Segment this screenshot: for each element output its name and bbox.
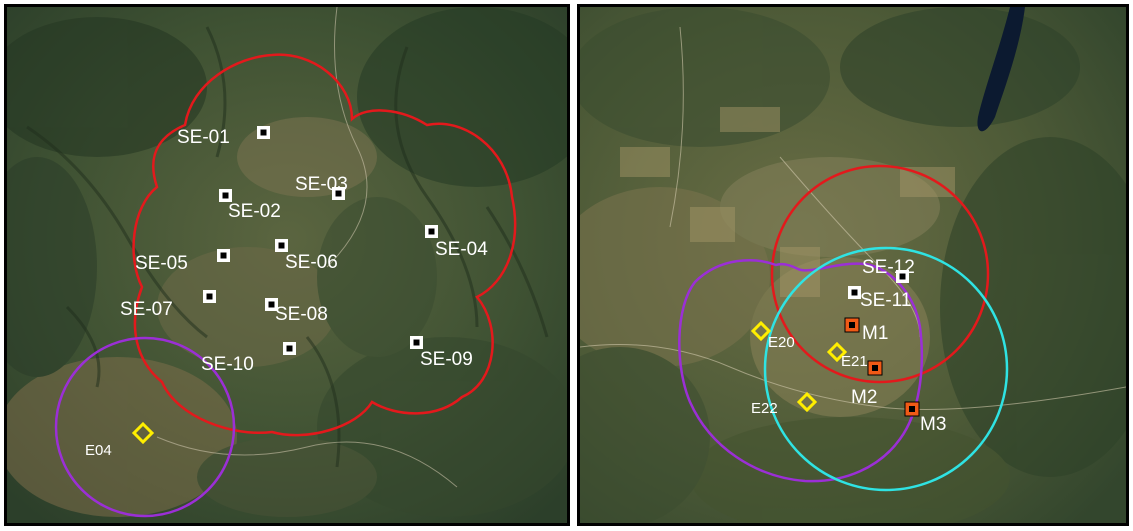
marker-label: SE-04 bbox=[435, 239, 488, 260]
marker-label: M3 bbox=[920, 414, 946, 435]
right-cyan-buffer bbox=[763, 246, 1009, 492]
marker-se-11[interactable]: SE-11 bbox=[848, 286, 911, 311]
left-purple-buffer bbox=[54, 336, 236, 518]
marker-e21[interactable]: E21 bbox=[826, 341, 868, 370]
marker-se-01[interactable]: SE-01 bbox=[177, 126, 270, 148]
right-map-svg: SE-12 SE-11 M1 M2 M3 E20 E21 bbox=[580, 7, 1126, 523]
left-red-buffer bbox=[132, 53, 517, 437]
marker-m1[interactable]: M1 bbox=[844, 317, 888, 344]
right-satellite-map[interactable]: SE-12 SE-11 M1 M2 M3 E20 E21 bbox=[577, 4, 1129, 526]
marker-label: E20 bbox=[768, 334, 795, 351]
marker-se-04[interactable]: SE-04 bbox=[425, 225, 488, 260]
right-white-markers: SE-12 SE-11 bbox=[848, 257, 915, 311]
right-yellow-markers: E20 E21 E22 bbox=[750, 320, 868, 417]
marker-label: E22 bbox=[751, 400, 778, 417]
marker-m3[interactable]: M3 bbox=[904, 401, 946, 435]
marker-se-03[interactable]: SE-03 bbox=[295, 174, 348, 200]
left-ridges bbox=[26, 26, 549, 468]
right-reservoir bbox=[977, 7, 1025, 132]
marker-label: SE-09 bbox=[420, 349, 473, 370]
left-white-markers: SE-01 SE-02 SE-03 SE-04 SE-05 SE-06 SE-0… bbox=[120, 126, 488, 375]
left-map-svg: SE-01 SE-02 SE-03 SE-04 SE-05 SE-06 SE-0… bbox=[7, 7, 567, 523]
marker-label: SE-07 bbox=[120, 299, 173, 320]
marker-e04[interactable]: E04 bbox=[85, 421, 155, 459]
marker-e22[interactable]: E22 bbox=[751, 391, 818, 417]
marker-m2[interactable]: M2 bbox=[851, 360, 883, 408]
marker-se-02[interactable]: SE-02 bbox=[219, 189, 281, 222]
marker-label: SE-08 bbox=[275, 304, 328, 325]
marker-label: SE-02 bbox=[228, 201, 281, 222]
right-orange-markers: M1 M2 M3 bbox=[844, 317, 946, 435]
marker-se-07[interactable]: SE-07 bbox=[120, 290, 216, 320]
marker-label: M2 bbox=[851, 387, 877, 408]
right-red-buffer bbox=[770, 164, 990, 384]
left-roads bbox=[156, 7, 458, 488]
marker-label: SE-06 bbox=[285, 252, 338, 273]
marker-label: SE-12 bbox=[862, 257, 915, 278]
left-terrain-texture bbox=[7, 7, 567, 517]
marker-e20[interactable]: E20 bbox=[750, 320, 795, 351]
right-terrain-texture bbox=[580, 7, 1126, 523]
right-purple-buffer bbox=[678, 259, 924, 483]
marker-label: E04 bbox=[85, 442, 112, 459]
left-satellite-map[interactable]: SE-01 SE-02 SE-03 SE-04 SE-05 SE-06 SE-0… bbox=[4, 4, 570, 526]
marker-se-06[interactable]: SE-06 bbox=[275, 239, 338, 273]
marker-se-05[interactable]: SE-05 bbox=[135, 249, 230, 274]
marker-label: M1 bbox=[862, 323, 888, 344]
marker-se-09[interactable]: SE-09 bbox=[410, 336, 473, 370]
marker-se-10[interactable]: SE-10 bbox=[201, 342, 296, 375]
marker-label: SE-03 bbox=[295, 174, 348, 195]
marker-label: SE-11 bbox=[860, 290, 911, 311]
marker-label: E21 bbox=[841, 353, 868, 370]
marker-se-12[interactable]: SE-12 bbox=[862, 257, 915, 283]
right-fields bbox=[620, 107, 955, 297]
marker-label: SE-10 bbox=[201, 354, 254, 375]
marker-label: SE-05 bbox=[135, 253, 188, 274]
marker-se-08[interactable]: SE-08 bbox=[265, 298, 328, 325]
marker-label: SE-01 bbox=[177, 127, 230, 148]
